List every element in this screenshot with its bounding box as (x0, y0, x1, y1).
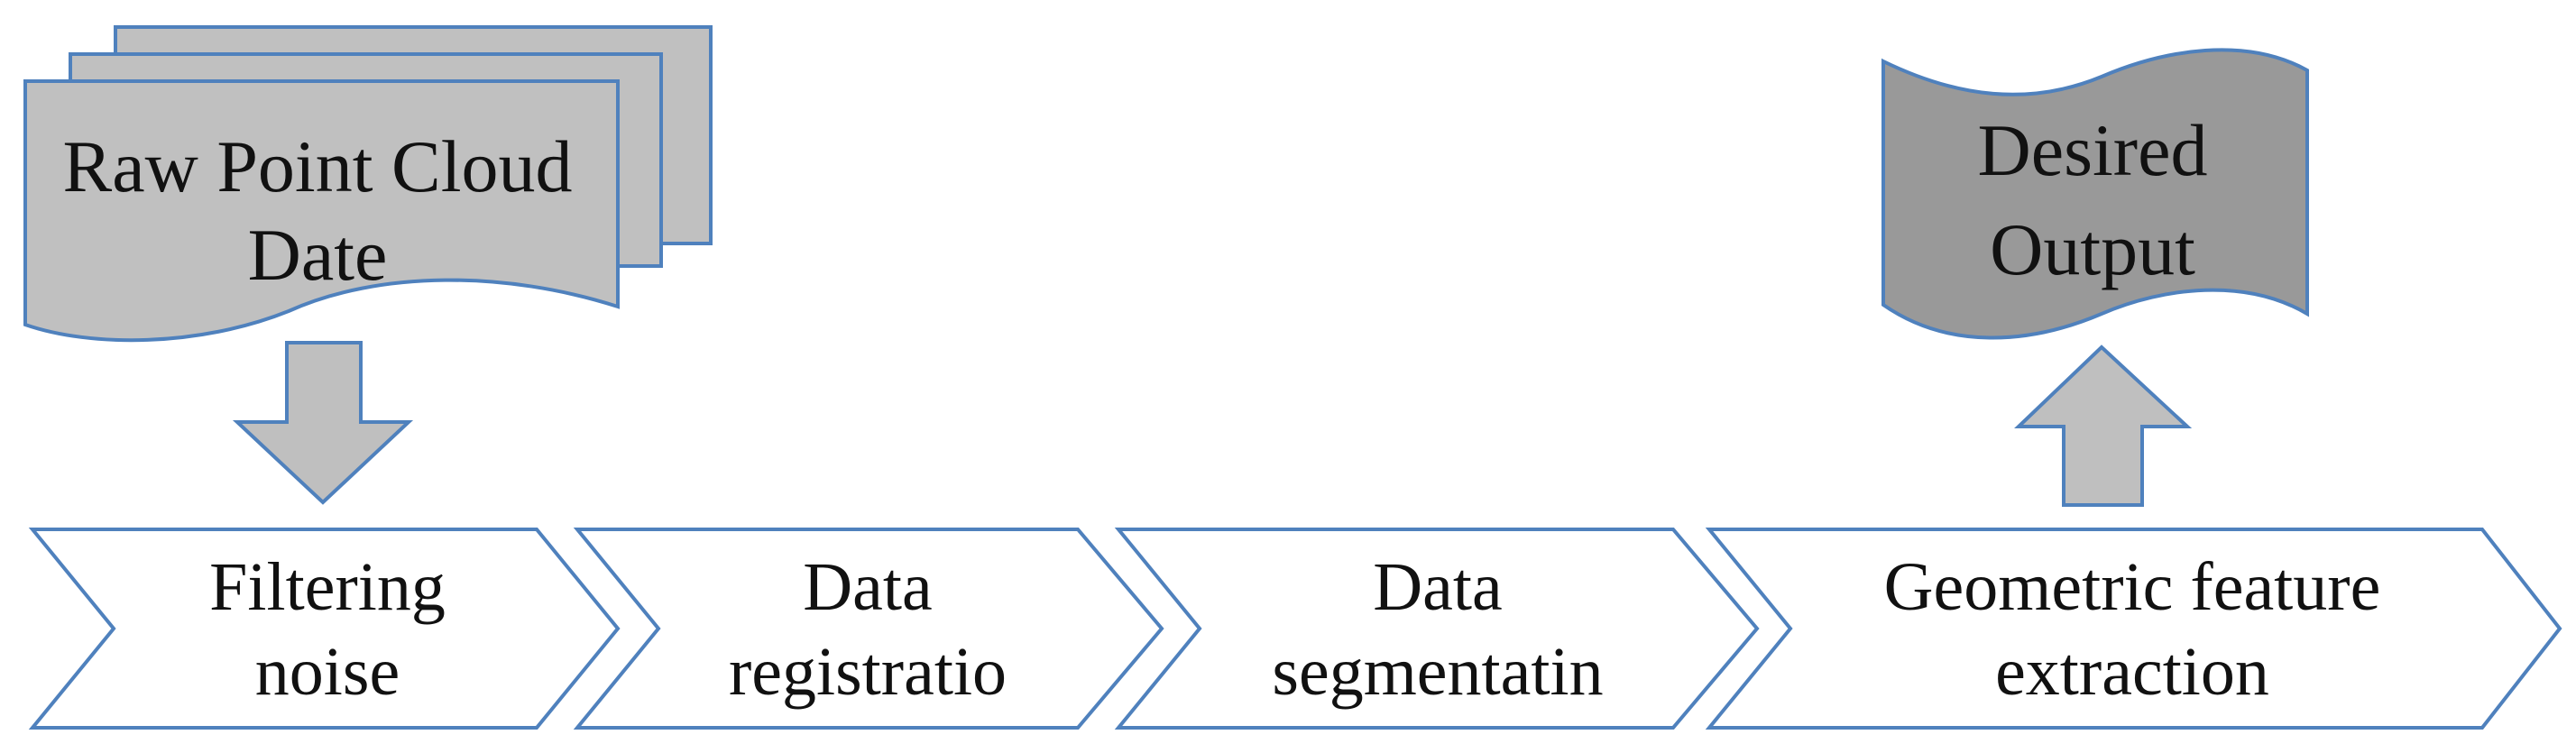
chevron-data-segmentation (1114, 528, 1760, 730)
desired-output-label-line2: Output (1990, 208, 2195, 290)
down-arrow (232, 341, 414, 505)
document-front-page (23, 79, 620, 343)
step-data-registration-line2: registratio (728, 634, 1007, 710)
step-data-segmentation-line1: Data (1373, 549, 1503, 625)
chevron-filtering-noise (28, 528, 621, 730)
step-geometric-feature-extraction-line1: Geometric feature (1883, 549, 2381, 625)
step-geometric-feature-extraction-line2: extraction (1995, 634, 2269, 710)
raw-point-cloud-label-line2: Date (247, 214, 388, 296)
chevron-data-registration (573, 528, 1164, 730)
step-data-registration-line1: Data (803, 549, 933, 625)
raw-point-cloud-multidocument (23, 25, 713, 343)
step-filtering-noise-line2: noise (254, 634, 400, 710)
chevron-geometric-feature-extraction (1705, 528, 2562, 730)
step-data-segmentation-line2: segmentatin (1272, 634, 1604, 710)
step-filtering-noise-line1: Filtering (209, 549, 446, 625)
desired-output-label-line1: Desired (1977, 109, 2208, 191)
desired-output-tape (1881, 48, 2309, 340)
up-arrow (2014, 344, 2193, 507)
raw-point-cloud-label-line1: Raw Point Cloud (62, 125, 573, 207)
